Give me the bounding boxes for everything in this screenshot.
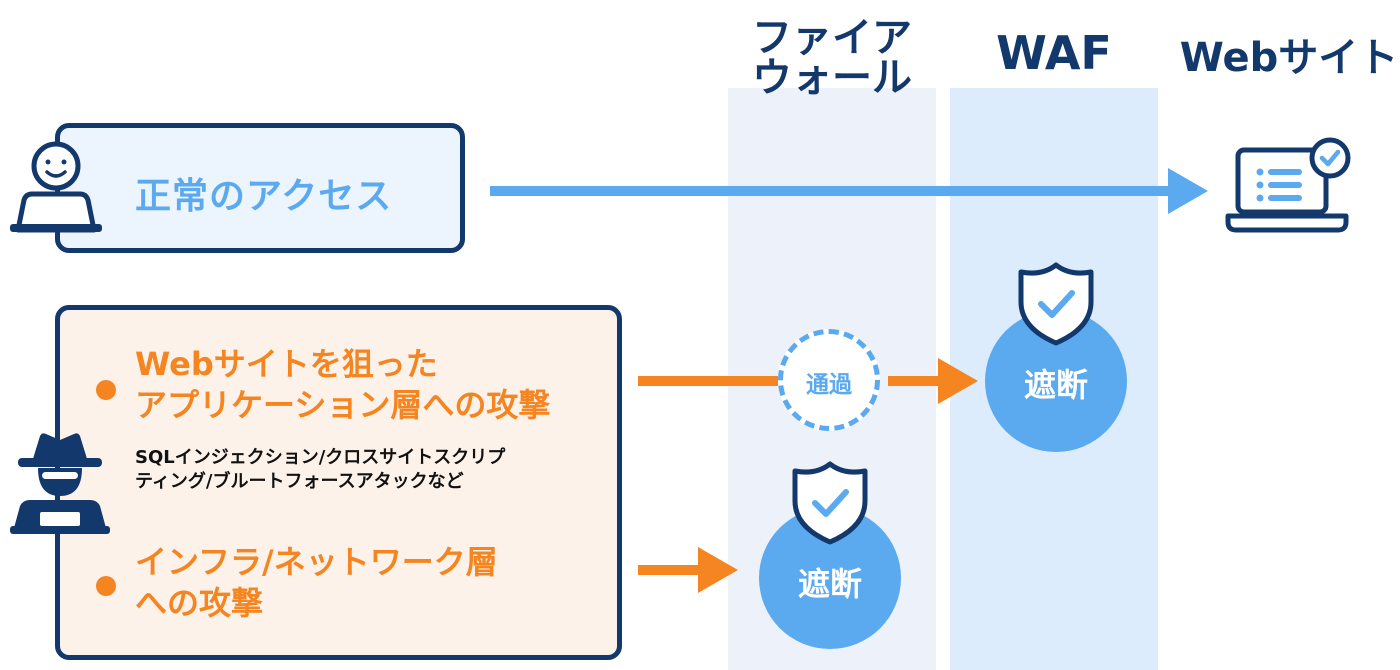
app-title-line1: Webサイトを狙った: [135, 345, 438, 383]
app-attack-arrow-to-waf: [888, 376, 948, 386]
firewall-pass-badge: 通過: [778, 329, 880, 431]
app-attack-arrow-to-firewall: [638, 376, 778, 386]
app-attack-bullet: [96, 380, 116, 400]
infra-attack-bullet: [96, 576, 116, 596]
waf-heading: WAF: [996, 26, 1112, 80]
waf-block-circle: 遮断: [985, 310, 1127, 452]
app-detail-line1: SQLインジェクション/クロスサイトスクリプ: [135, 447, 506, 468]
attack-box: Webサイトを狙った アプリケーション層への攻撃 SQLインジェクション/クロス…: [55, 305, 622, 660]
normal-access-arrow: [490, 186, 1180, 196]
app-attack-examples: SQLインジェクション/クロスサイトスクリプ ティング/ブルートフォースアタック…: [135, 446, 505, 495]
infra-attack-arrow: [638, 565, 708, 575]
firewall-heading-line1: ファイア: [752, 15, 912, 61]
normal-access-label: 正常のアクセス: [135, 176, 393, 217]
app-title-line2: アプリケーション層への攻撃: [135, 385, 551, 424]
infra-attack-title: インフラ/ネットワーク層 への攻撃: [135, 542, 498, 623]
user-icon: [10, 141, 102, 233]
shield-check-icon: [792, 461, 868, 545]
hacker-icon: [10, 433, 110, 534]
infra-title-line1: インフラ/ネットワーク層: [135, 543, 498, 581]
firewall-heading-line2: ウォール: [752, 55, 912, 101]
app-layer-attack-title: Webサイトを狙った アプリケーション層への攻撃: [135, 344, 550, 425]
waf-block-label: 遮断: [1023, 366, 1088, 404]
firewall-block-label: 遮断: [797, 565, 862, 603]
app-detail-line2: ティング/ブルートフォースアタックなど: [135, 471, 464, 493]
infra-title-line2: への攻撃: [135, 583, 264, 622]
firewall-heading: ファイア ウォール: [728, 18, 936, 98]
normal-access-box: 正常のアクセス: [55, 123, 465, 253]
app-attack-arrow-head: [938, 358, 978, 404]
pass-label: 通過: [806, 372, 852, 398]
normal-arrow-head: [1168, 168, 1208, 214]
website-heading: Webサイト: [1179, 35, 1399, 81]
shield-check-icon: [1018, 262, 1094, 346]
infra-attack-arrow-head: [698, 547, 738, 593]
website-laptop-icon: [1225, 137, 1351, 233]
